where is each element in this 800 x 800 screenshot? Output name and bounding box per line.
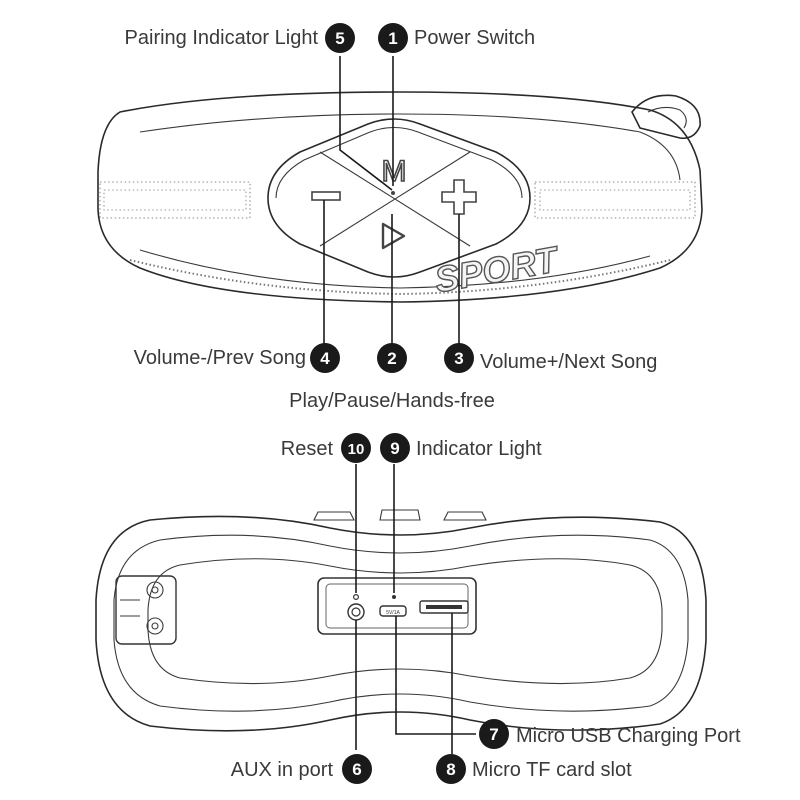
callout-1: 1 Power Switch [378, 23, 535, 53]
callout-4-number: 4 [320, 349, 330, 368]
aux-jack[interactable] [347, 603, 365, 621]
callout-3-number: 3 [454, 349, 463, 368]
callout-5: Pairing Indicator Light 5 [125, 23, 355, 53]
callout-7-label: Micro USB Charging Port [516, 725, 741, 747]
callout-3-label: Volume+/Next Song [480, 351, 657, 373]
top-leader-lines [323, 56, 460, 344]
bottom-leader-lines [355, 464, 476, 754]
control-panel [267, 118, 531, 278]
callout-4: Volume-/Prev Song 4 [134, 343, 340, 373]
callout-6-number: 6 [352, 760, 361, 779]
callout-3-badge [444, 343, 474, 373]
callout-1-label: Power Switch [414, 27, 535, 49]
callout-2: 2 Play/Pause/Hands-free [289, 343, 495, 412]
callout-5-badge [325, 23, 355, 53]
speaker-top-view: M SPORT [97, 91, 703, 303]
volume-up-button[interactable] [441, 179, 477, 215]
callout-2-number: 2 [387, 349, 396, 368]
mode-button[interactable]: M [381, 154, 408, 189]
tf-card-slot[interactable] [419, 600, 469, 614]
callout-9-number: 9 [390, 439, 399, 458]
callout-7-number: 7 [489, 725, 498, 744]
callout-10-label: Reset [281, 438, 334, 460]
callout-8-number: 8 [446, 760, 455, 779]
usb-port-label: 5V/1A [386, 610, 400, 616]
callout-1-number: 1 [388, 29, 397, 48]
callout-10: Reset 10 [281, 433, 371, 463]
callout-5-number: 5 [335, 29, 344, 48]
callout-6-badge [342, 754, 372, 784]
micro-usb-port[interactable]: 5V/1A [379, 605, 407, 617]
right-grille [534, 181, 696, 219]
callout-2-badge [377, 343, 407, 373]
callout-4-label: Volume-/Prev Song [134, 347, 306, 369]
callout-4-badge [310, 343, 340, 373]
callout-1-badge [378, 23, 408, 53]
left-grille [99, 181, 251, 219]
play-icon [381, 222, 406, 250]
callout-2-label: Play/Pause/Hands-free [289, 390, 495, 412]
callout-8: 8 Micro TF card slot [436, 754, 632, 784]
callout-10-number: 10 [348, 441, 365, 458]
callout-7: 7 Micro USB Charging Port [479, 719, 741, 749]
brand-logo: SPORT [432, 238, 564, 300]
play-pause-button[interactable] [381, 222, 406, 250]
port-panel [317, 577, 477, 635]
callout-9: 9 Indicator Light [380, 433, 542, 463]
strap-mount [115, 575, 177, 645]
reset-pinhole[interactable] [353, 593, 360, 600]
callout-10-badge [341, 433, 371, 463]
callout-8-badge [436, 754, 466, 784]
callout-6-label: AUX in port [231, 759, 334, 781]
callout-9-label: Indicator Light [416, 438, 542, 460]
callout-6: AUX in port 6 [231, 754, 372, 784]
callout-9-badge [380, 433, 410, 463]
volume-down-button[interactable] [311, 191, 341, 201]
callout-7-badge [479, 719, 509, 749]
indicator-light-dot [392, 595, 396, 599]
plus-icon [441, 179, 477, 215]
pairing-indicator-dot [391, 191, 395, 195]
speaker-body-top [97, 91, 703, 303]
speaker-back-view: 5V/1A [95, 509, 707, 732]
callout-5-label: Pairing Indicator Light [125, 27, 319, 49]
callout-3: 3 Volume+/Next Song [444, 343, 657, 373]
mode-button-label: M [382, 155, 407, 188]
speaker-body-back [95, 515, 707, 732]
callout-8-label: Micro TF card slot [472, 759, 632, 781]
